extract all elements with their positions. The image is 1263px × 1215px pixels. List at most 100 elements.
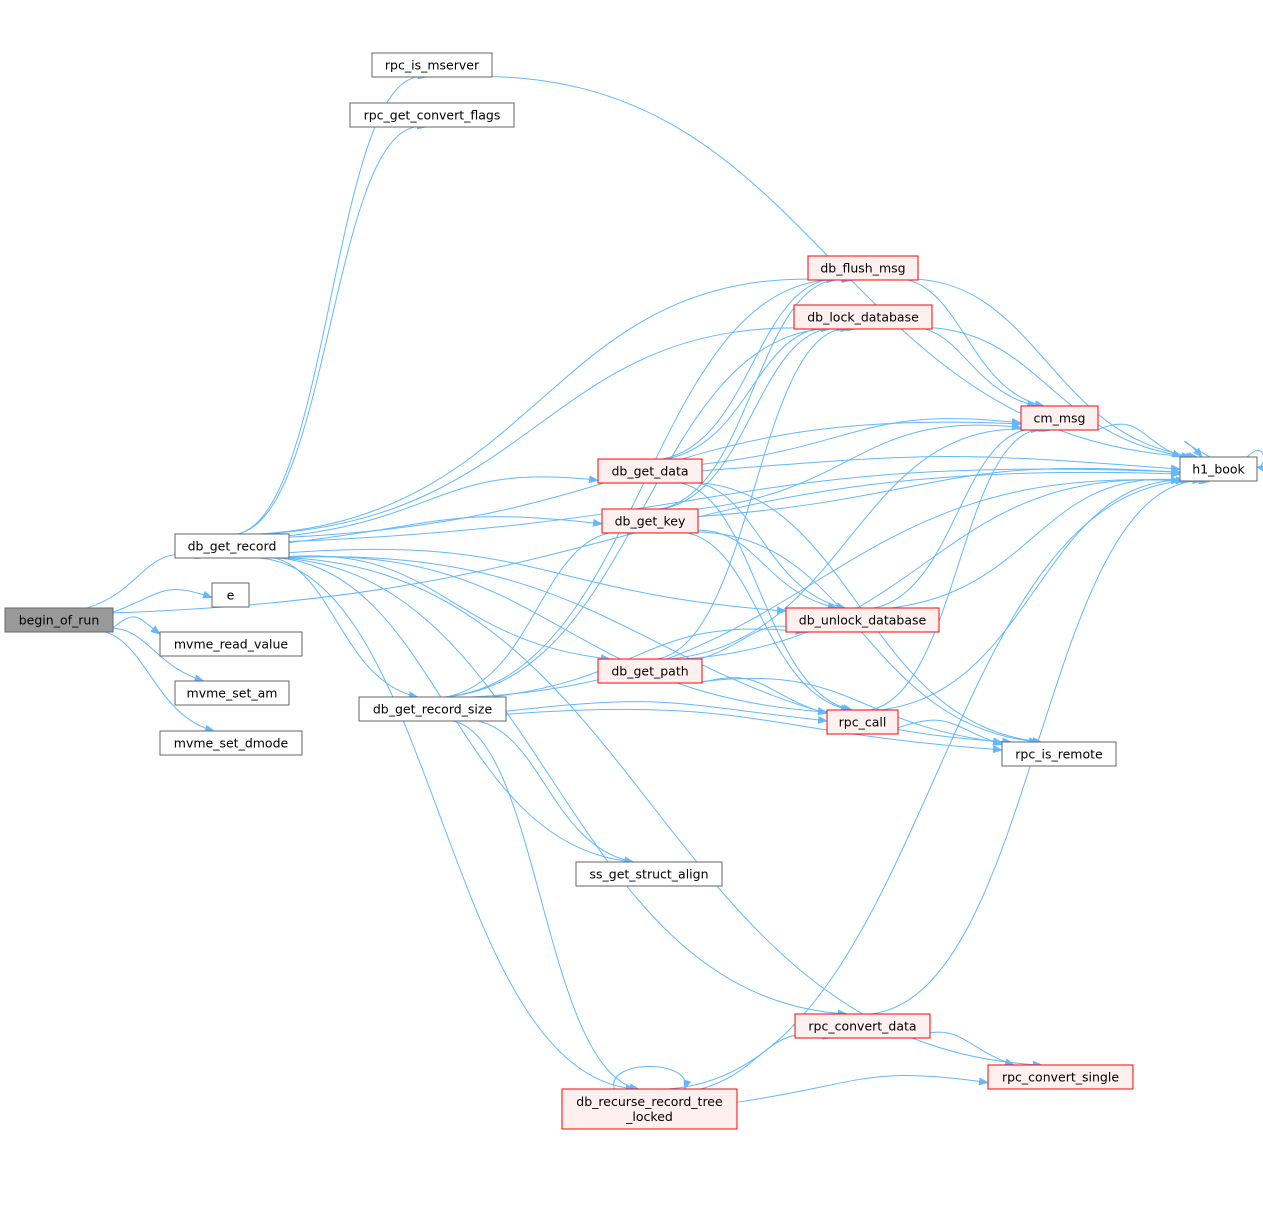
node-db-lock-database[interactable]: db_lock_database: [793, 304, 933, 330]
edge-db_get_record-to-db_recurse_record_tree_locked: [240, 557, 636, 1093]
node-label: ss_get_struct_align: [589, 867, 708, 882]
node-label: _locked: [625, 1109, 673, 1124]
node-label: db_get_record_size: [373, 702, 493, 717]
edge-db_get_record_size-to-rpc_is_remote: [505, 708, 1003, 754]
node-label: db_flush_msg: [820, 261, 905, 276]
node-box: [1179, 456, 1258, 482]
edge-db_get_record-to-rpc_convert_data: [247, 557, 848, 1018]
node-mvme-set-dmode[interactable]: mvme_set_dmode: [159, 730, 303, 756]
edge-h1_book-self-loop-left: [1184, 440, 1211, 458]
edge-db_flush_msg-to-h1_book: [884, 278, 1199, 460]
node-h1-book[interactable]: h1_book: [1179, 456, 1258, 482]
edge-db_get_key-to-db_unlock_database: [675, 529, 838, 610]
node-label: db_recurse_record_tree: [576, 1094, 723, 1109]
edge-db_recurse_record_tree_locked-to-db_recurse_record_tree_locked: [613, 1066, 692, 1090]
node-box: [174, 680, 290, 706]
node-db-recurse-record-tree-locked[interactable]: db_recurse_record_tree_locked: [561, 1088, 738, 1130]
edge-db_get_key-to-db_lock_database: [662, 323, 852, 510]
node-rpc-is-remote[interactable]: rpc_is_remote: [1001, 741, 1117, 767]
node-label: db_get_data: [611, 464, 688, 479]
edge-db_recurse_record_tree_locked-to-rpc_convert_data: [700, 1031, 833, 1090]
edge-db_get_data-to-cm_msg: [701, 418, 1022, 465]
edge-db_get_data-to-db_flush_msg: [662, 274, 852, 460]
node-box: [159, 730, 303, 756]
node-db-get-record[interactable]: db_get_record: [174, 533, 290, 559]
edge-db_get_key-to-db_flush_msg: [660, 274, 854, 510]
node-rpc-convert-data[interactable]: rpc_convert_data: [794, 1013, 931, 1039]
node-label: db_get_path: [611, 664, 688, 679]
edge-cm_msg-to-h1_book: [1096, 423, 1183, 458]
node-label: h1_book: [1192, 462, 1245, 477]
node-box: [211, 582, 250, 608]
edge-rpc_call-to-rpc_is_remote: [897, 719, 1003, 746]
node-begin-of-run[interactable]: begin_of_run: [4, 607, 114, 633]
node-box: [597, 658, 703, 684]
edge-rpc_convert_data-to-h1_book: [870, 476, 1212, 1015]
node-mvme-read-value[interactable]: mvme_read_value: [159, 631, 303, 657]
node-db-get-data[interactable]: db_get_data: [597, 458, 703, 484]
node-box: [371, 52, 493, 78]
node-label: rpc_is_mserver: [385, 58, 480, 73]
node-label: db_lock_database: [807, 310, 919, 325]
node-label: cm_msg: [1034, 411, 1086, 426]
node-ss-get-struct-align[interactable]: ss_get_struct_align: [575, 861, 723, 887]
node-label: mvme_read_value: [174, 637, 289, 652]
node-box: [597, 458, 703, 484]
edge-db_get_key-to-cm_msg: [697, 422, 1022, 510]
edges-layer: [75, 71, 1263, 1103]
edge-db_recurse_record_tree_locked-to-rpc_convert_single: [736, 1075, 989, 1103]
node-label: begin_of_run: [19, 613, 100, 628]
node-db-flush-msg[interactable]: db_flush_msg: [807, 255, 919, 281]
node-box: [793, 304, 933, 330]
node-label: mvme_set_am: [187, 686, 278, 701]
edge-db_get_record_size-to-ss_get_struct_align: [448, 718, 635, 865]
node-label: rpc_call: [839, 715, 887, 730]
node-box: [807, 255, 919, 281]
edge-rpc_call-to-h1_book: [879, 476, 1203, 711]
edge-db_get_record-to-db_unlock_database: [288, 548, 787, 615]
edge-db_get_data-to-h1_book: [701, 455, 1181, 473]
edge-db_get_record-to-h1_book: [288, 467, 1181, 543]
edge-db_lock_database-to-h1_book: [891, 326, 1192, 460]
node-rpc-call[interactable]: rpc_call: [826, 709, 899, 735]
node-label: rpc_get_convert_flags: [364, 108, 501, 123]
edge-db_get_data-to-rpc_is_remote: [667, 481, 1043, 746]
edge-db_get_key-to-rpc_call: [662, 531, 851, 713]
edge-db_get_record-to-rpc_is_mserver: [236, 71, 428, 535]
node-rpc-is-mserver[interactable]: rpc_is_mserver: [371, 52, 493, 78]
node-box: [826, 709, 899, 735]
edge-db_unlock_database-to-h1_book: [890, 475, 1192, 609]
node-rpc-convert-single[interactable]: rpc_convert_single: [987, 1064, 1134, 1090]
node-box: [1001, 741, 1117, 767]
edge-db_get_path-to-cm_msg: [669, 425, 1042, 660]
edge-db_get_record_size-to-rpc_call: [505, 701, 828, 724]
edge-db_get_record_size-to-db_lock_database: [445, 324, 851, 698]
node-box: [159, 631, 303, 657]
edge-db_get_data-to-db_lock_database: [666, 323, 848, 460]
node-box: [601, 508, 699, 534]
edge-db_get_record-to-db_lock_database: [265, 324, 831, 535]
node-cm-msg[interactable]: cm_msg: [1020, 405, 1099, 431]
edge-db_get_record-to-db_flush_msg: [259, 275, 837, 535]
node-label: rpc_is_remote: [1015, 747, 1103, 762]
edge-begin_of_run-to-mvme_read_value: [112, 616, 161, 635]
node-db-unlock-database[interactable]: db_unlock_database: [785, 607, 940, 633]
edge-db_get_record-to-db_get_key: [288, 516, 603, 544]
node-label: rpc_convert_single: [1002, 1070, 1119, 1085]
edge-begin_of_run-to-db_get_record: [86, 551, 205, 609]
node-box: [4, 607, 114, 633]
node-label: mvme_set_dmode: [174, 736, 289, 751]
node-box: [575, 861, 723, 887]
node-rpc-get-convert-flags[interactable]: rpc_get_convert_flags: [349, 102, 515, 128]
edge-db_get_record_size-to-db_recurse_record_tree_locked: [438, 720, 640, 1092]
node-db-get-record-size[interactable]: db_get_record_size: [358, 696, 507, 722]
node-db-get-path[interactable]: db_get_path: [597, 658, 703, 684]
node-db-get-key[interactable]: db_get_key: [601, 508, 699, 534]
node-mvme-set-am[interactable]: mvme_set_am: [174, 680, 290, 706]
node-e[interactable]: e: [211, 582, 250, 608]
edge-db_get_key-to-h1_book: [697, 467, 1181, 518]
node-label: db_unlock_database: [799, 613, 927, 628]
edge-db_get_path-to-rpc_call: [699, 677, 828, 715]
edge-db_get_record_size-to-db_flush_msg: [444, 275, 853, 698]
